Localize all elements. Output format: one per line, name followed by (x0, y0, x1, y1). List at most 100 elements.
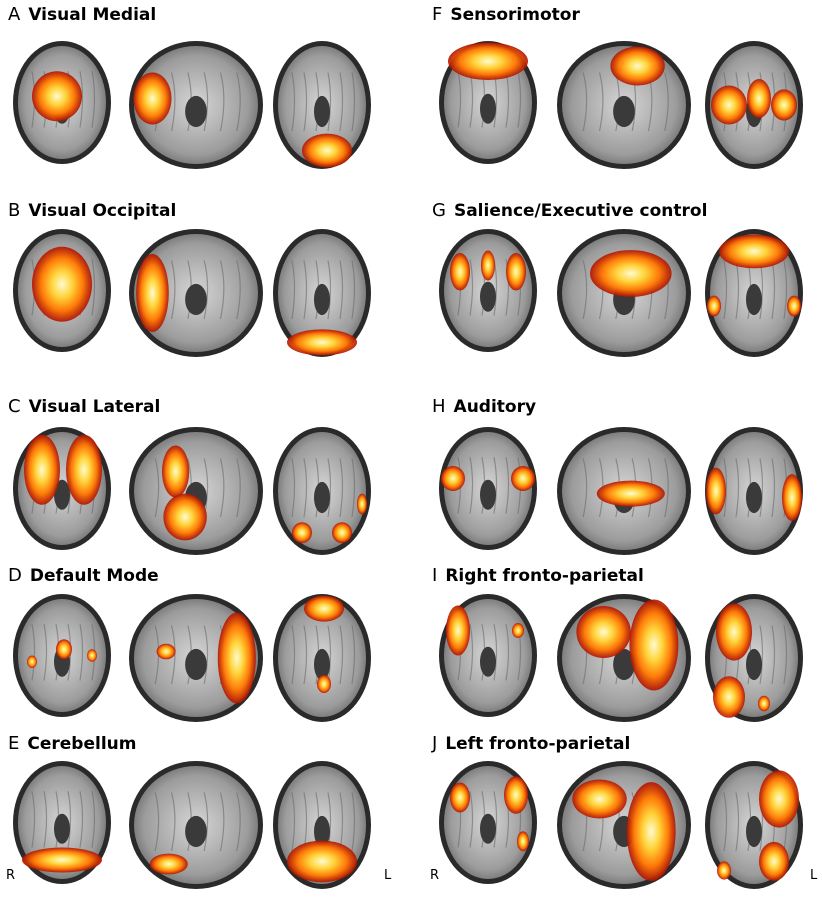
brain-axial-slice-j (705, 761, 803, 889)
sulcus-line (505, 259, 510, 316)
sulcus-line (327, 260, 332, 320)
activation-blob (506, 253, 526, 291)
ventricle (613, 95, 635, 128)
brain-axial-slice-e (273, 761, 371, 889)
sulcus-line (219, 260, 225, 320)
sulcus-line (664, 72, 669, 132)
sulcus-line (723, 792, 728, 852)
sulcus-line (783, 625, 788, 685)
sulcus-line (469, 259, 474, 316)
sulcus-line (723, 458, 728, 518)
brain-coronal-slice-j (439, 761, 537, 884)
sulcus-line (303, 72, 308, 132)
sulcus-line (735, 792, 740, 852)
activation-blob (758, 695, 770, 712)
activation-blob (287, 329, 357, 356)
sulcus-line (154, 792, 160, 852)
ventricle (480, 813, 496, 844)
brain-coronal-slice-d (13, 594, 111, 717)
activation-blob (711, 85, 747, 125)
activation-blob (32, 246, 92, 322)
brain-axial-slice-h (705, 427, 803, 555)
panel-name: Sensorimotor (450, 5, 580, 25)
sulcus-line (79, 71, 84, 128)
sulcus-line (351, 72, 356, 132)
orientation-label-left-hemisphere: L (384, 868, 392, 883)
ventricle (480, 93, 496, 124)
sulcus-line (351, 260, 356, 320)
activation-blob (787, 295, 801, 317)
panel-letter: J (432, 733, 438, 754)
sulcus-line (469, 624, 474, 681)
panel-name: Auditory (453, 397, 537, 417)
ventricle (185, 815, 207, 848)
brain-coronal-slice-g (439, 229, 537, 352)
activation-blob (87, 649, 97, 662)
activation-blob (332, 522, 352, 543)
ventricle (54, 479, 70, 510)
activation-blob (626, 782, 676, 881)
sulcus-line (303, 625, 308, 685)
sulcus-line (291, 72, 296, 132)
brain-axial-slice-d (273, 594, 371, 722)
sulcus-line (664, 458, 669, 518)
activation-blob (707, 295, 721, 317)
activation-blob (572, 779, 627, 819)
panel-letter: D (8, 565, 22, 586)
brain-coronal-slice-e (13, 761, 111, 884)
ventricle (480, 646, 496, 677)
sulcus-line (582, 72, 588, 132)
activation-blob (610, 46, 665, 86)
sulcus-line (219, 792, 225, 852)
activation-blob (590, 250, 672, 297)
activation-blob (24, 434, 60, 505)
brain-sagittal-slice-i (557, 594, 691, 722)
ventricle (314, 283, 330, 316)
orientation-label-right-hemisphere: R (430, 868, 440, 883)
orientation-label-left-hemisphere: L (810, 868, 818, 883)
brain-axial-slice-a (273, 41, 371, 169)
sulcus-line (91, 791, 96, 848)
panel-name: Right fronto-parietal (445, 566, 644, 586)
activation-blob (217, 612, 256, 704)
sulcus-line (771, 458, 776, 518)
sulcus-line (493, 624, 498, 681)
activation-blob (304, 595, 344, 622)
panel-letter: F (432, 4, 443, 25)
sulcus-line (43, 791, 48, 848)
sulcus-line (339, 625, 344, 685)
sulcus-line (236, 260, 241, 320)
activation-blob (317, 674, 331, 694)
sulcus-line (783, 260, 788, 320)
activation-blob (747, 79, 771, 118)
activation-blob (517, 831, 529, 852)
brain-coronal-slice-c (13, 427, 111, 550)
brain-coronal-slice-i (439, 594, 537, 717)
sulcus-line (505, 624, 510, 681)
sulcus-line (457, 71, 462, 128)
panel-name: Visual Medial (28, 5, 157, 25)
sulcus-line (351, 625, 356, 685)
sulcus-line (236, 458, 241, 518)
panel-name: Default Mode (29, 566, 159, 586)
sulcus-line (339, 458, 344, 518)
activation-blob (448, 42, 528, 80)
sulcus-line (582, 260, 588, 320)
sulcus-line (351, 792, 356, 852)
panel-letter: C (8, 396, 21, 417)
sulcus-line (505, 457, 510, 514)
brain-coronal-slice-b (13, 229, 111, 352)
activation-blob (511, 466, 535, 491)
ventricle (314, 815, 330, 848)
